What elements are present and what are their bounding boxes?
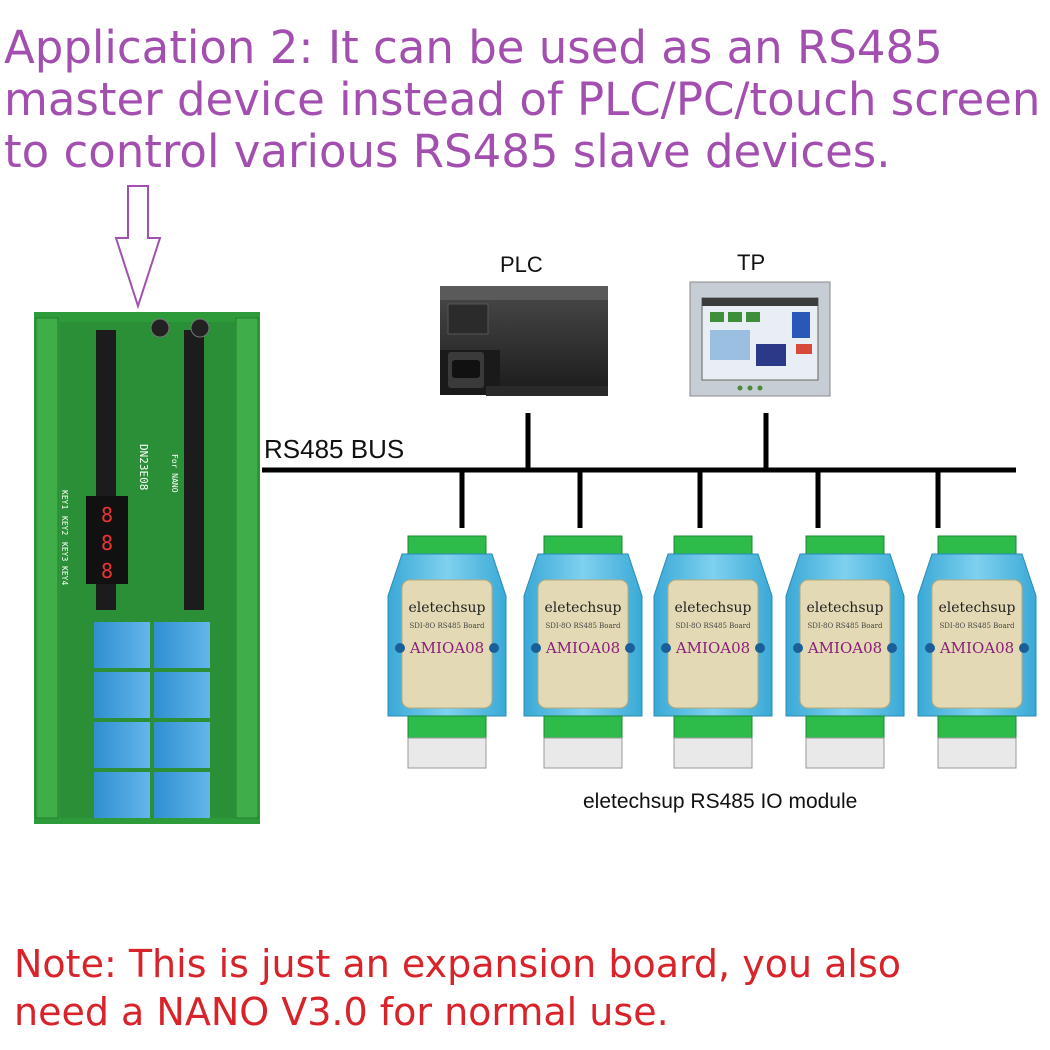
module-model: AMIOA08 (807, 639, 882, 657)
module-model: AMIOA08 (409, 639, 484, 657)
note: Note: This is just an expansion board, y… (14, 940, 1044, 1036)
headline-line-1: Application 2: It can be used as an RS48… (4, 21, 943, 74)
svg-text:8: 8 (101, 503, 113, 527)
module-brand: eletechsup (675, 600, 752, 616)
down-arrow-icon (114, 185, 162, 310)
plc-device-image (440, 286, 608, 396)
headline-line-2: master device instead of PLC/PC/touch sc… (4, 73, 1041, 126)
module-brand: eletechsup (807, 600, 884, 616)
module-brand: eletechsup (939, 600, 1016, 616)
module-subtitle: SDI-8O RS485 Board (410, 622, 485, 630)
module-subtitle: SDI-8O RS485 Board (808, 622, 883, 630)
plc-label: PLC (500, 252, 543, 277)
rs485-bus-line (262, 413, 1016, 528)
module-model: AMIOA08 (939, 639, 1014, 657)
modules-caption: eletechsup RS485 IO module (583, 790, 858, 813)
svg-text:8: 8 (101, 559, 113, 583)
board-key1-label: KEY1 (60, 490, 69, 509)
tp-label: TP (737, 250, 766, 275)
dn23e08-board-image: 8 8 8 DN23E08 For NANO KEY1 KEY2 KEY3 KE… (34, 312, 260, 824)
board-socket-label: For NANO (170, 454, 179, 493)
module-brand: eletechsup (409, 600, 486, 616)
board-key3-label: KEY3 (60, 542, 69, 561)
touch-panel-image (689, 281, 831, 397)
note-line-1: Note: This is just an expansion board, y… (14, 942, 902, 986)
module-brand: eletechsup (545, 600, 622, 616)
module-subtitle: SDI-8O RS485 Board (546, 622, 621, 630)
bus-label: RS485 BUS (264, 434, 405, 464)
note-line-2: need a NANO V3.0 for normal use. (14, 990, 669, 1034)
headline-line-3: to control various RS485 slave devices. (4, 125, 891, 178)
headline: Application 2: It can be used as an RS48… (4, 22, 1044, 178)
svg-text:8: 8 (101, 531, 113, 555)
module-subtitle: SDI-8O RS485 Board (676, 622, 751, 630)
module-model: AMIOA08 (545, 639, 620, 657)
module-model: AMIOA08 (675, 639, 750, 657)
board-key2-label: KEY2 (60, 516, 69, 535)
board-model-label: DN23E08 (137, 444, 150, 490)
module-subtitle: SDI-8O RS485 Board (940, 622, 1015, 630)
board-key4-label: KEY4 (60, 566, 69, 585)
